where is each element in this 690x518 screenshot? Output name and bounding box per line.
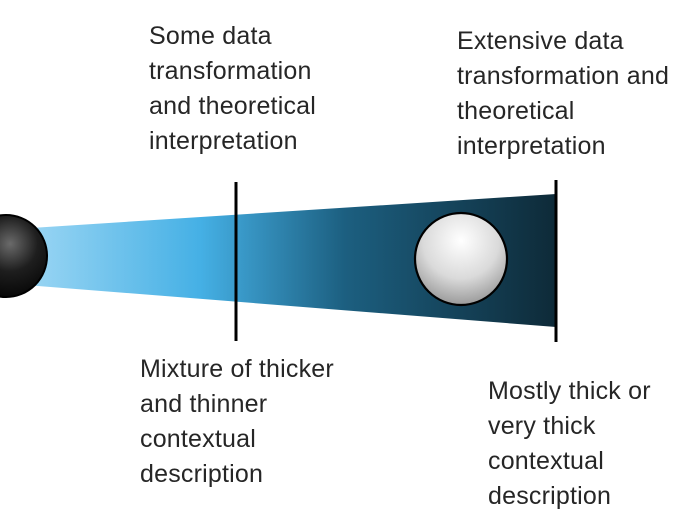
label-line: Some data: [149, 22, 272, 50]
label-line: Extensive data: [457, 27, 624, 55]
label-line: interpretation: [149, 127, 298, 155]
label-thick-description: Mostly thick or very thick contextual de…: [488, 374, 651, 514]
label-line: transformation: [149, 57, 312, 85]
label-line: Mixture of thicker: [140, 355, 334, 383]
label-line: transformation and: [457, 62, 670, 90]
label-line: interpretation: [457, 132, 606, 160]
continuum-wedge: [0, 194, 556, 327]
label-some-transformation: Some data transformation and theoretical…: [149, 19, 316, 159]
thin-end-circle: [0, 214, 48, 298]
label-extensive-transformation: Extensive data transformation and theore…: [457, 24, 669, 164]
label-line: very thick: [488, 412, 596, 440]
label-line: and thinner: [140, 390, 268, 418]
thick-end-circle: [413, 211, 509, 307]
label-line: description: [140, 460, 264, 488]
label-line: theoretical: [457, 97, 575, 125]
label-line: contextual: [488, 447, 604, 475]
label-mixed-description: Mixture of thicker and thinner contextua…: [140, 352, 334, 492]
label-line: description: [488, 482, 612, 510]
label-line: contextual: [140, 425, 256, 453]
label-line: and theoretical: [149, 92, 317, 120]
label-line: Mostly thick or: [488, 377, 651, 405]
